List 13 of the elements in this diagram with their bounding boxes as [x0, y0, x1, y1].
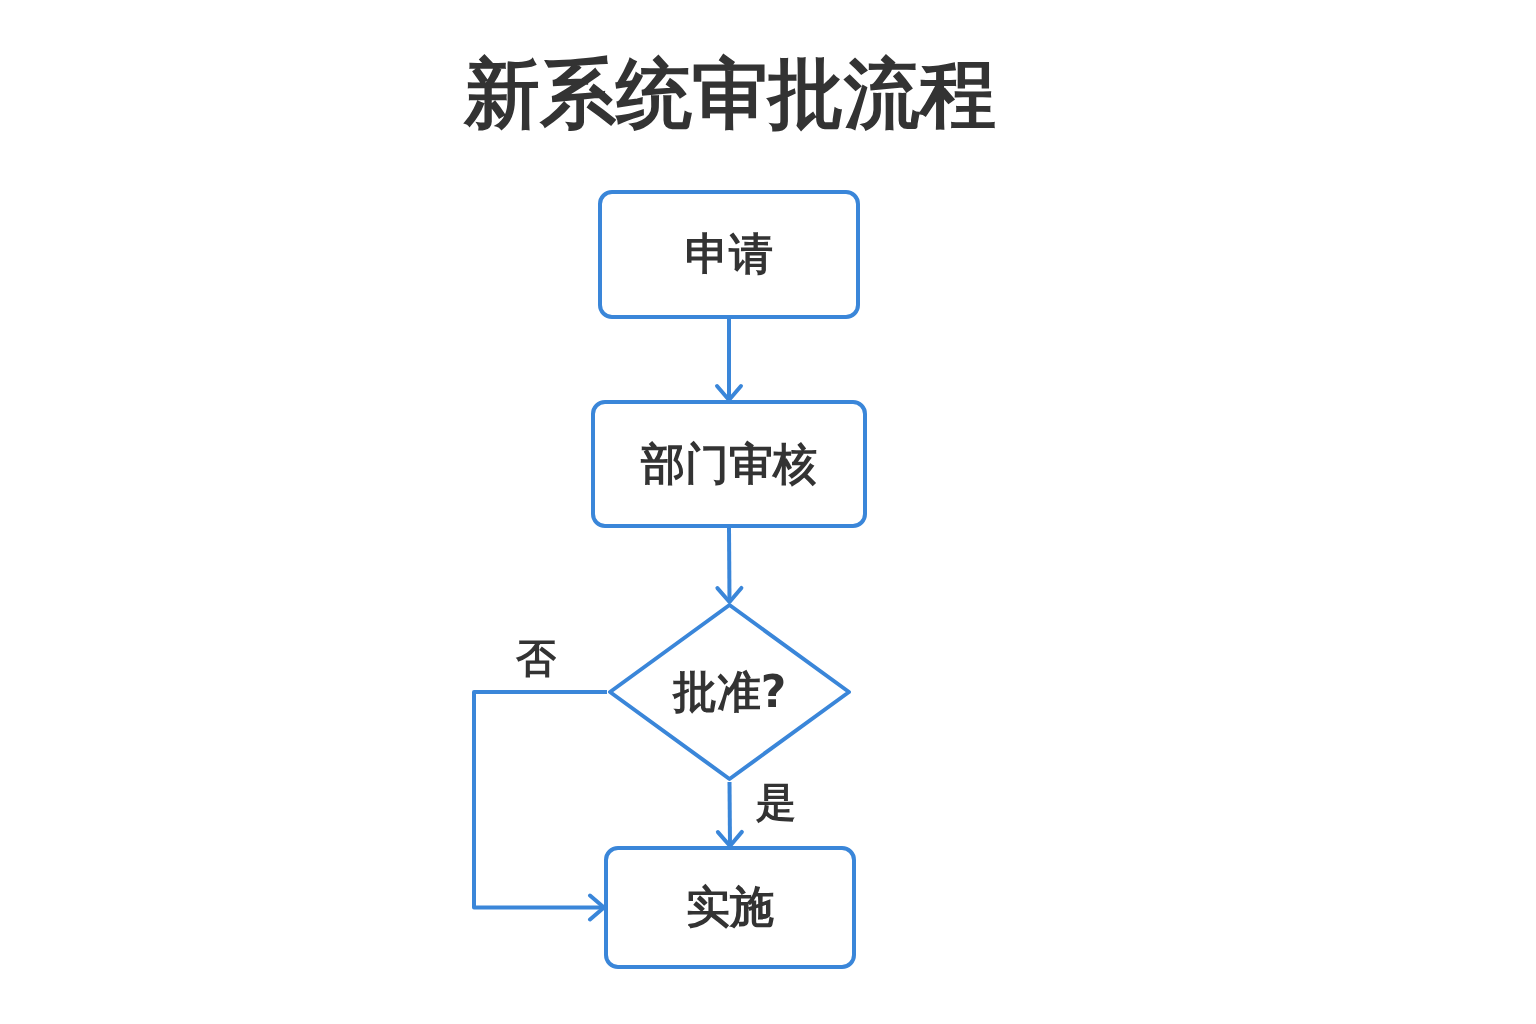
- node-label: 批准?: [672, 665, 787, 719]
- node-label: 实施: [686, 881, 774, 934]
- process-box: [598, 190, 860, 319]
- arrow: [715, 319, 743, 402]
- node-label: 申请: [685, 228, 773, 281]
- arrow: [715, 528, 744, 604]
- process-box: [591, 400, 867, 528]
- process-box: [604, 846, 856, 969]
- decision-diamond: [607, 602, 852, 782]
- arrow: [472, 690, 607, 922]
- node-label: 部门审核: [641, 437, 817, 491]
- title: 新系统审批流程: [462, 48, 997, 140]
- arrow: [715, 782, 744, 848]
